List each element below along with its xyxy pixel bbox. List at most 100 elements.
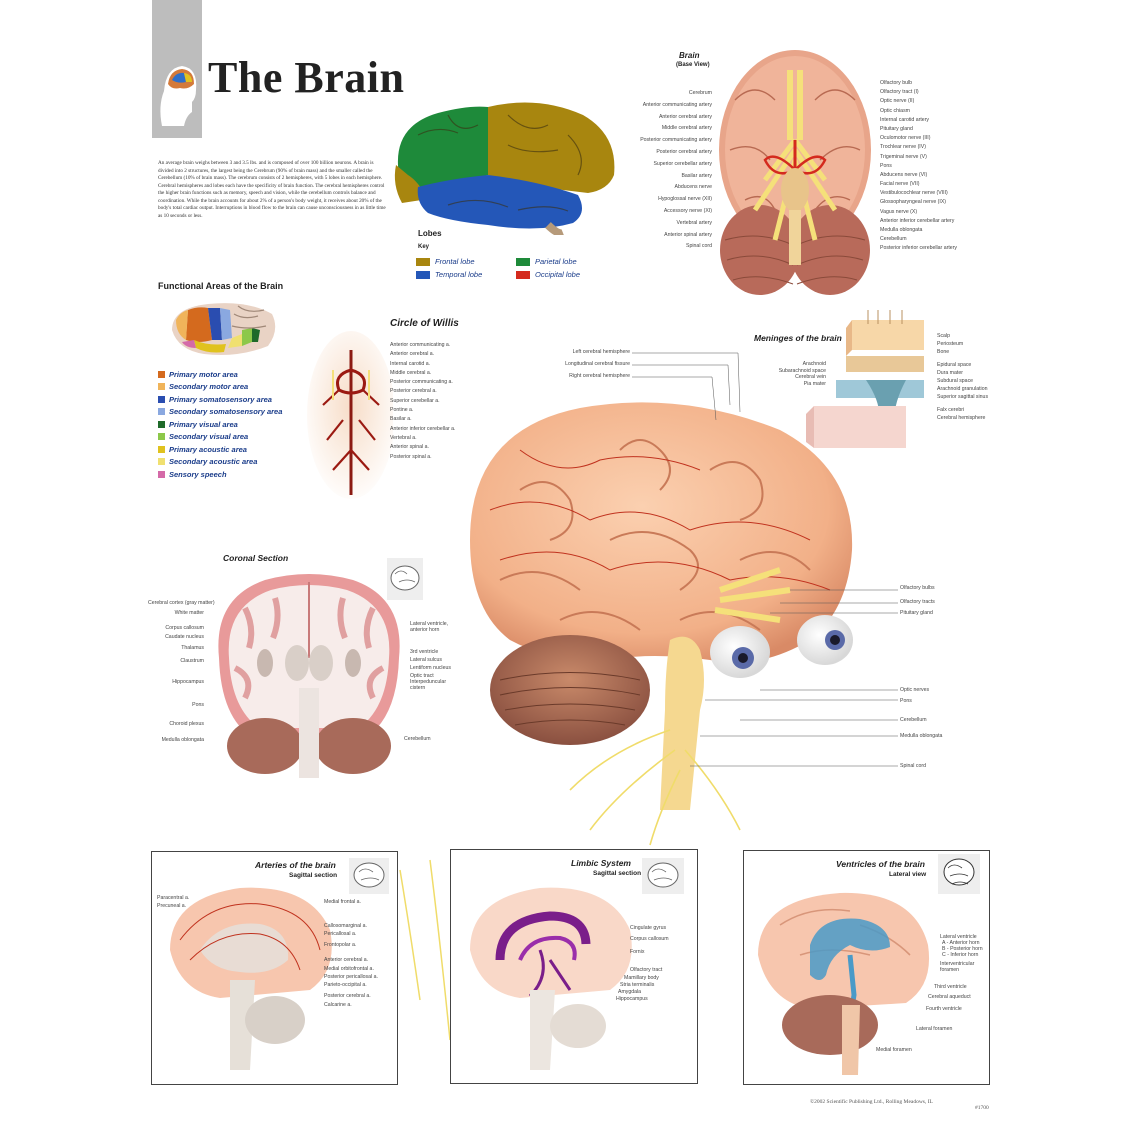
- meninges-label: Arachnoid granulation: [937, 385, 988, 392]
- head-logo-icon: [160, 66, 197, 126]
- meninges-label: Epidural space: [937, 362, 972, 369]
- base-left-label: Hypoglossal nerve (XII): [658, 196, 712, 203]
- base-left-label: Anterior cerebral artery: [658, 113, 712, 120]
- functional-areas-brain-illustration: [172, 303, 276, 355]
- meninges-label: Bone: [937, 348, 950, 355]
- limbic-subtitle: Sagittal section: [593, 870, 642, 877]
- product-code: #1700: [975, 1105, 989, 1111]
- arteries-label: Posterior cerebral a.: [324, 993, 371, 999]
- willis-label: Posterior cerebral a.: [390, 388, 437, 395]
- base-left-label: Posterior communicating artery: [640, 137, 712, 144]
- main-brain-top-labels: Left cerebral hemisphere Longitudinal ce…: [548, 349, 630, 385]
- base-left-label: Anterior communicating artery: [642, 101, 712, 108]
- main-brain-illustration: [470, 402, 853, 846]
- willis-label: Middle cerebral a.: [390, 369, 432, 376]
- legend-parietal: Parietal lobe: [516, 257, 596, 266]
- main-brain-right-label: Olfactory bulbs: [900, 585, 935, 591]
- limbic-title: Limbic System: [571, 858, 631, 868]
- legend-swatch: [158, 470, 165, 478]
- ventricles-label: Third ventricle: [934, 984, 967, 990]
- coronal-label: Lateral ventricle, anterior horn: [410, 621, 449, 633]
- coronal-label: Hippocampus: [172, 679, 204, 685]
- arteries-left-labels: Paracentral a. Precuneal a.: [157, 895, 189, 911]
- legend-occipital: Occipital lobe: [516, 270, 596, 279]
- base-right-label: Internal carotid artery: [880, 116, 930, 123]
- willis-label: Vertebral a.: [390, 434, 417, 441]
- base-right-label: Optic nerve (II): [880, 98, 915, 105]
- ventricles-thumbnail-icon: [938, 854, 980, 894]
- base-left-label: Basilar artery: [681, 172, 712, 179]
- ventricles-label: Interventricular foramen: [940, 961, 975, 973]
- limbic-label: Cingulate gyrus: [630, 925, 667, 931]
- base-right-label: Pons: [880, 162, 892, 169]
- arteries-label: Frontopolar a.: [324, 942, 357, 948]
- base-left-label: Cerebrum: [688, 90, 712, 96]
- ventricles-label: C - Inferior horn: [942, 952, 979, 958]
- functional-legend-item: Primary somatosensory area: [158, 393, 282, 406]
- coronal-section-illustration: [218, 574, 400, 778]
- frontal-swatch: [416, 257, 430, 266]
- coronal-label: Thalamus: [181, 645, 204, 651]
- ventricles-label: B - Posterior horn: [942, 946, 983, 952]
- functional-legend-item: Primary acoustic area: [158, 443, 282, 456]
- base-left-label: Posterior cerebral artery: [656, 148, 712, 155]
- limbic-label: Amygdala: [618, 989, 642, 995]
- ventricles-label: Cerebral aqueduct: [928, 994, 971, 1000]
- arteries-label: Medial orbitofrontal a.: [324, 966, 374, 972]
- temporal-swatch: [416, 270, 430, 279]
- functional-legend: Primary motor area Secondary motor area …: [158, 368, 282, 481]
- arteries-label: Anterior cerebral a.: [324, 957, 369, 963]
- base-right-label: Trochlear nerve (IV): [880, 144, 926, 151]
- meninges-label: Cerebral vein: [795, 374, 826, 380]
- main-brain-right-label: Cerebellum: [900, 717, 927, 723]
- occipital-swatch: [516, 270, 530, 279]
- base-left-label: Middle cerebral artery: [661, 125, 712, 132]
- meninges-label: Superior sagittal sinus: [937, 393, 989, 400]
- base-right-label: Glossopharyngeal nerve (IX): [880, 199, 947, 206]
- legend-swatch: [158, 420, 165, 428]
- legend-swatch: [158, 433, 165, 441]
- legend-swatch: [158, 458, 165, 466]
- main-brain-top-label: Longitudinal cerebral fissure: [565, 361, 630, 367]
- limbic-label: Stria terminalis: [620, 982, 655, 988]
- main-brain-right-label: Optic nerves: [900, 687, 930, 693]
- base-right-label: Abducens nerve (VI): [880, 171, 928, 178]
- legend-swatch: [158, 408, 165, 416]
- arteries-thumbnail-icon: [349, 858, 389, 894]
- ventricles-label: Lateral ventricle: [940, 934, 977, 940]
- meninges-title: Meninges of the brain: [754, 333, 842, 343]
- willis-label: Anterior inferior cerebellar a.: [390, 425, 456, 432]
- main-brain-top-label: Left cerebral hemisphere: [572, 349, 630, 355]
- meninges-label: Periosteum: [937, 340, 964, 347]
- main-brain-right-label: Spinal cord: [900, 763, 926, 769]
- base-view-title: Brain: [679, 51, 700, 60]
- legend-temporal: Temporal lobe: [416, 270, 516, 279]
- base-right-label: Medulla oblongata: [880, 227, 923, 233]
- lobes-key-label: Key: [418, 244, 430, 250]
- coronal-label: Cerebral cortex (gray matter): [148, 600, 215, 606]
- ventricles-title: Ventricles of the brain: [836, 859, 925, 869]
- coronal-label: Pons: [192, 702, 204, 708]
- arteries-label: Medial frontal a.: [324, 899, 361, 905]
- arteries-subtitle: Sagittal section: [289, 872, 338, 879]
- arteries-label: Calcarine a.: [324, 1002, 352, 1008]
- ventricles-label: Lateral foramen: [916, 1026, 953, 1032]
- base-right-label: Olfactory bulb: [880, 80, 913, 86]
- willis-labels: Anterior communicating a. Anterior cereb…: [390, 342, 455, 463]
- main-brain-right-label: Pons: [900, 698, 912, 704]
- limbic-label: Mamillary body: [624, 975, 659, 981]
- functional-legend-item: Secondary motor area: [158, 381, 282, 394]
- functional-legend-item: Secondary somatosensory area: [158, 406, 282, 419]
- base-left-label: Abducens nerve: [674, 184, 713, 191]
- willis-label: Superior cerebellar a.: [390, 397, 440, 404]
- coronal-label: Claustrum: [180, 658, 204, 664]
- base-view-left-labels: Cerebrum Anterior communicating artery A…: [586, 90, 712, 255]
- legend-swatch: [158, 370, 165, 378]
- coronal-label: White matter: [174, 610, 204, 616]
- coronal-label: Caudate nucleus: [165, 634, 204, 640]
- coronal-label: Lentiform nucleus: [410, 665, 451, 671]
- limbic-label: Fornix: [630, 949, 645, 955]
- base-right-label: Optic chiasm: [880, 107, 910, 114]
- willis-label: Internal carotid a.: [390, 360, 431, 367]
- main-brain-right-label: Medulla oblongata: [900, 733, 943, 739]
